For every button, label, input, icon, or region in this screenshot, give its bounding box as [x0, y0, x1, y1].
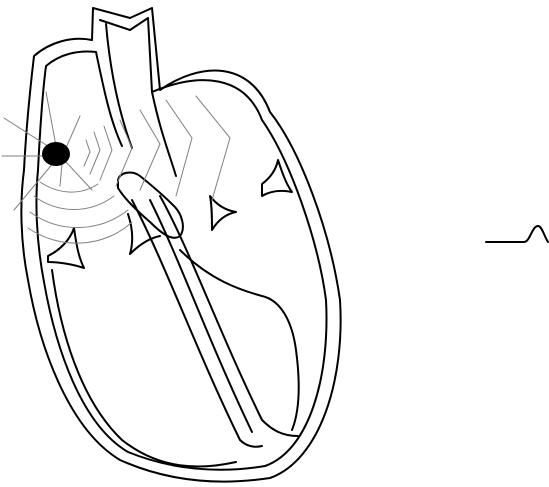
aorta-wall-inner [106, 24, 132, 148]
atrial-wall [152, 92, 176, 176]
septum-right [160, 196, 298, 436]
av-node-bulb [118, 173, 183, 238]
wavefront-3 [100, 126, 112, 180]
ecg-trace [486, 226, 548, 242]
wavefront-6 [166, 100, 192, 196]
wavefront-4 [116, 120, 132, 186]
ray-3 [14, 162, 54, 210]
ray-7 [66, 116, 80, 148]
heart-outer-outline [21, 8, 340, 482]
tricuspid-valve-flap [210, 196, 236, 230]
mitral-valve-flap [48, 228, 84, 268]
ray-6 [66, 162, 92, 190]
wavefront-arc-2 [34, 196, 114, 210]
ray-5 [60, 164, 62, 186]
ray-4 [46, 92, 56, 146]
heart-inner-outline [36, 18, 326, 470]
wavefront-7 [196, 96, 230, 200]
sa-node [42, 142, 70, 166]
wavefront-1 [84, 140, 90, 166]
wavefront-arc-4 [28, 222, 132, 243]
wavefront-arc-3 [30, 210, 128, 228]
wavefront-2 [90, 132, 100, 174]
